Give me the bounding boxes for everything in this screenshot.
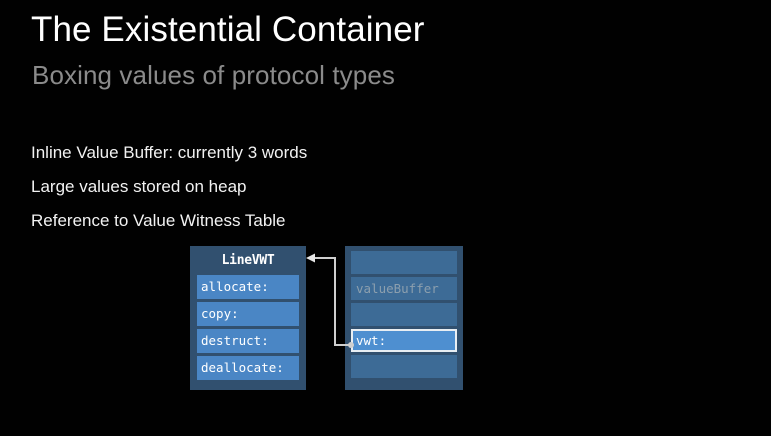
- container-slot-3: [351, 303, 457, 326]
- vwt-row-deallocate: deallocate:: [197, 356, 299, 380]
- container-box: valueBuffer vwt:: [345, 246, 463, 390]
- bullet-list: Inline Value Buffer: currently 3 words L…: [31, 136, 531, 238]
- value-witness-table-title: LineVWT: [221, 253, 275, 268]
- container-slot-5: [351, 355, 457, 378]
- container-slot-value-buffer: valueBuffer: [351, 277, 457, 300]
- bullet-item-2: Large values stored on heap: [31, 177, 247, 196]
- page-subtitle: Boxing values of protocol types: [32, 60, 395, 90]
- vwt-row-copy: copy:: [197, 302, 299, 326]
- page-title: The Existential Container: [31, 10, 425, 49]
- vwt-row-allocate: allocate:: [197, 275, 299, 299]
- vwt-row-destruct: destruct:: [197, 329, 299, 353]
- bullet-item-3: Reference to Value Witness Table: [31, 211, 286, 230]
- container-slot-vwt: vwt:: [351, 329, 457, 352]
- value-witness-table-box: LineVWT allocate: copy: destruct: deallo…: [190, 246, 306, 390]
- container-slot-1: [351, 251, 457, 274]
- bullet-item-1: Inline Value Buffer: currently 3 words: [31, 143, 308, 162]
